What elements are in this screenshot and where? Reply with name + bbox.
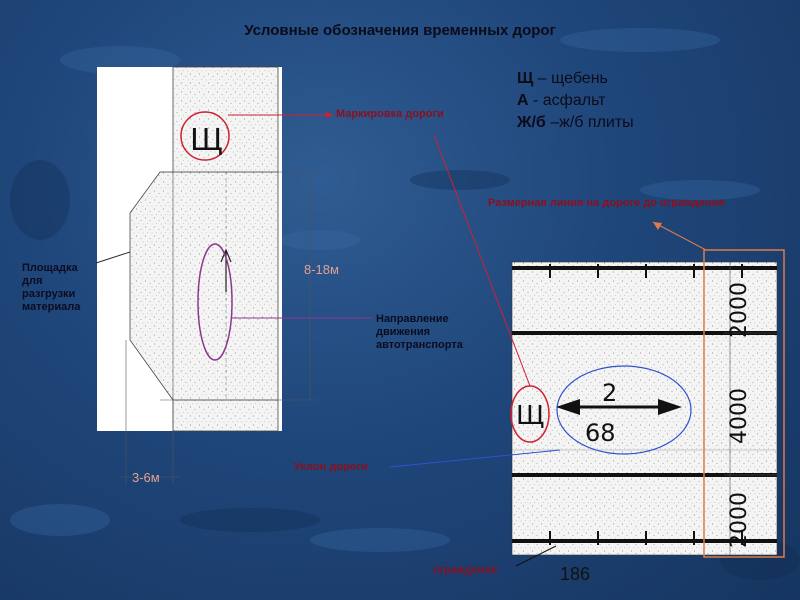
slope-label: Уклон дороги	[294, 461, 368, 473]
direction-label-line: движения	[376, 326, 431, 338]
length-dimension-text: 8-18м	[304, 262, 339, 277]
slope-callout-line	[389, 449, 561, 468]
slope-value-bottom: 68	[585, 419, 616, 447]
page-number: 186	[560, 564, 591, 584]
unload-area-label-line: материала	[22, 301, 81, 313]
slope-highlight-ellipse	[556, 365, 692, 455]
legend-row: Ж/б –ж/б плиты	[517, 112, 634, 134]
legend-text: ж/б плиты	[559, 114, 634, 131]
left-marking-letter: Щ	[190, 123, 223, 158]
direction-label: Направление движения автотранспорта	[376, 313, 463, 352]
page-title: Условные обозначения временных дорог	[244, 22, 556, 39]
legend-row: А - асфальт	[517, 90, 634, 112]
slope-arrowhead-right-icon	[658, 399, 682, 415]
legend-row: Щ – щебень	[517, 68, 634, 90]
dim-callout-line	[652, 221, 707, 251]
width-dimension-text: 3-6м	[132, 470, 160, 485]
dimension-highlight-box	[703, 249, 785, 558]
direction-label-line: Направление	[376, 313, 449, 325]
direction-highlight-ellipse	[197, 243, 233, 361]
marking-highlight-circle	[180, 111, 230, 161]
marking-label: Маркировка дороги	[336, 108, 444, 120]
dimension-text-top: 2000	[727, 282, 752, 338]
right-marking-letter: Щ	[516, 401, 544, 431]
callout-arrowhead-icon	[326, 112, 334, 118]
legend-code: Ж/б	[517, 114, 546, 131]
unload-area-label-line: разгрузки	[22, 288, 76, 300]
fence-posts	[549, 264, 743, 545]
legend-code: Щ	[517, 70, 534, 87]
dimension-text-middle: 4000	[727, 388, 752, 444]
dimension-line-label: Размерная линия на дороге до ограждения	[488, 197, 725, 209]
dim-callout-arrowhead-icon	[653, 222, 662, 230]
legend-text: асфальт	[542, 92, 606, 109]
direction-label-line: автотранспорта	[376, 339, 463, 351]
slope-value-top: 2	[602, 379, 617, 407]
fence-callout-line	[515, 545, 557, 567]
marking-callout-line-right	[433, 134, 531, 387]
legend-code: А	[517, 92, 529, 109]
unload-area-label: Площадка для разгрузки материала	[22, 262, 80, 314]
unload-callout-line	[95, 251, 131, 264]
legend-text: щебень	[551, 70, 608, 87]
dimension-text-bottom: 2000	[727, 492, 752, 548]
legend-separator: –	[533, 70, 552, 87]
legend-separator: –	[545, 114, 560, 131]
legend-separator: -	[528, 92, 543, 109]
material-legend: Щ – щебень А - асфальт Ж/б –ж/б плиты	[517, 68, 634, 134]
slope-arrowhead-left-icon	[556, 399, 580, 415]
unload-area-label-line: для	[22, 275, 43, 287]
unload-area-label-line: Площадка	[22, 262, 78, 274]
fence-label: ограждение	[433, 564, 498, 576]
